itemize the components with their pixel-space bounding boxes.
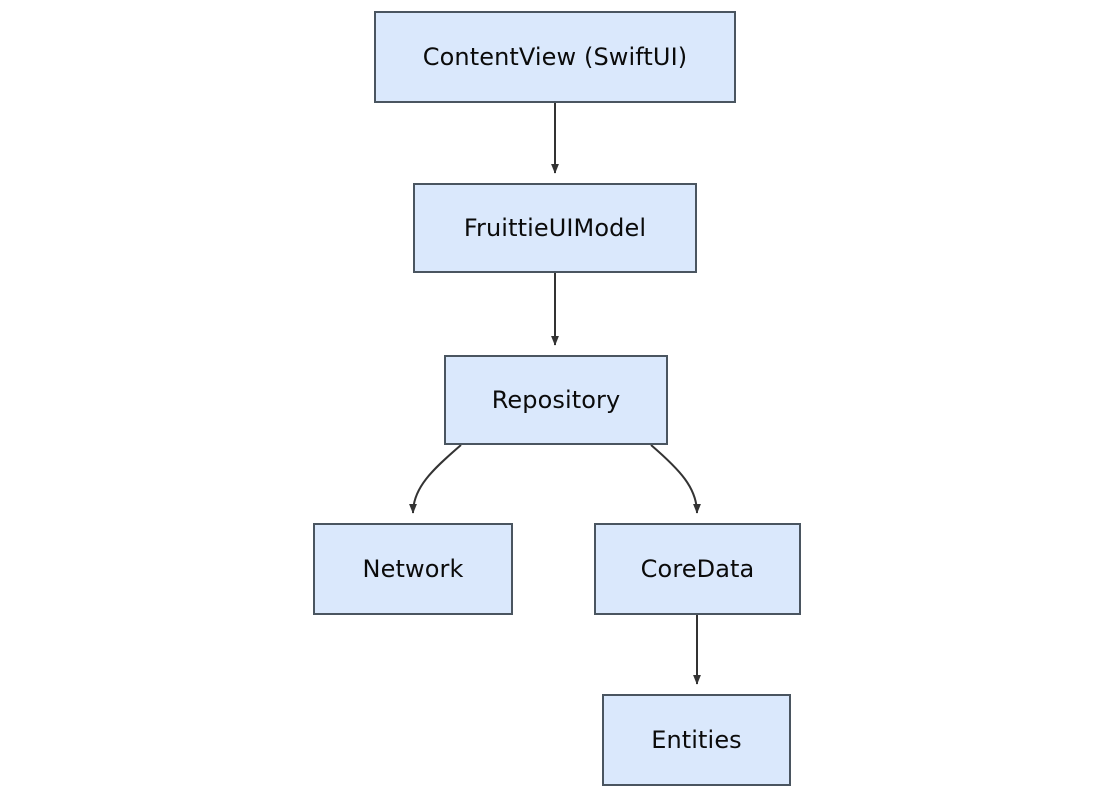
edge-repository-to-coredata bbox=[650, 444, 701, 514]
node-label: Network bbox=[362, 554, 464, 583]
node-coredata[interactable]: CoreData bbox=[594, 523, 801, 615]
node-entities[interactable]: Entities bbox=[602, 694, 791, 786]
node-label: CoreData bbox=[640, 554, 755, 583]
node-label: ContentView (SwiftUI) bbox=[422, 42, 688, 71]
node-label: Repository bbox=[491, 385, 621, 414]
node-label: FruittieUIModel bbox=[463, 213, 647, 242]
edge-repository-to-network bbox=[409, 444, 462, 514]
node-network[interactable]: Network bbox=[313, 523, 513, 615]
node-label: Entities bbox=[651, 725, 742, 754]
node-contentview[interactable]: ContentView (SwiftUI) bbox=[374, 11, 736, 103]
node-fruittieuimodel[interactable]: FruittieUIModel bbox=[413, 183, 697, 273]
node-repository[interactable]: Repository bbox=[444, 355, 668, 445]
